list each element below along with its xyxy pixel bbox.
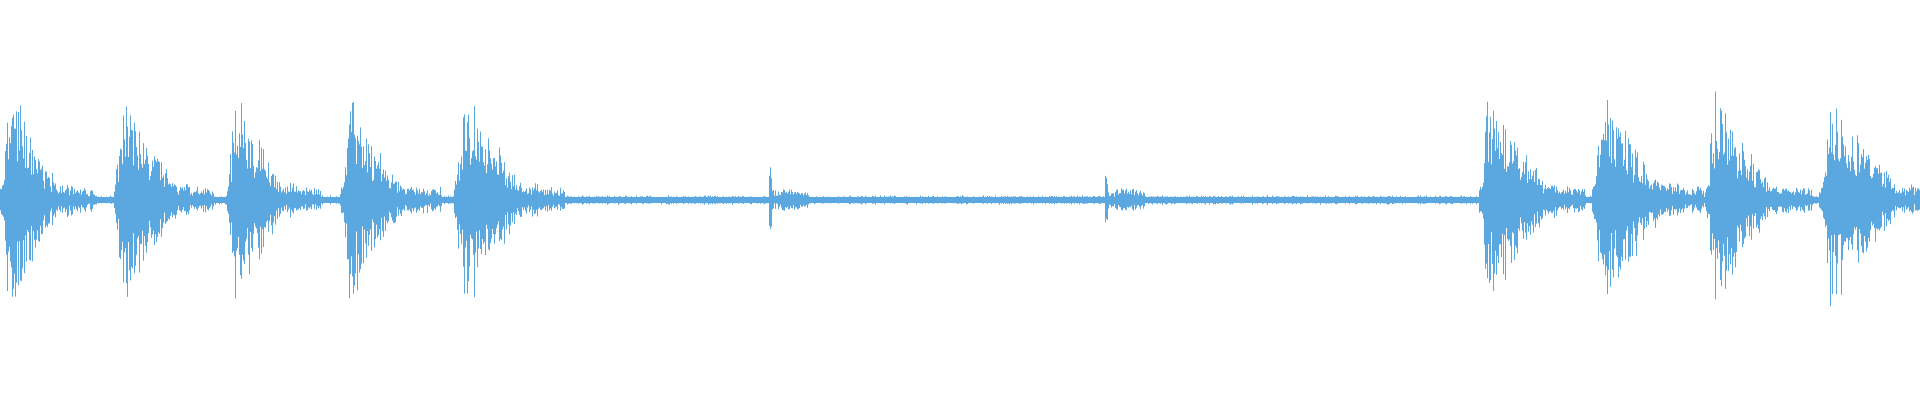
waveform-lines xyxy=(0,91,1920,307)
waveform-samples xyxy=(0,91,1920,307)
